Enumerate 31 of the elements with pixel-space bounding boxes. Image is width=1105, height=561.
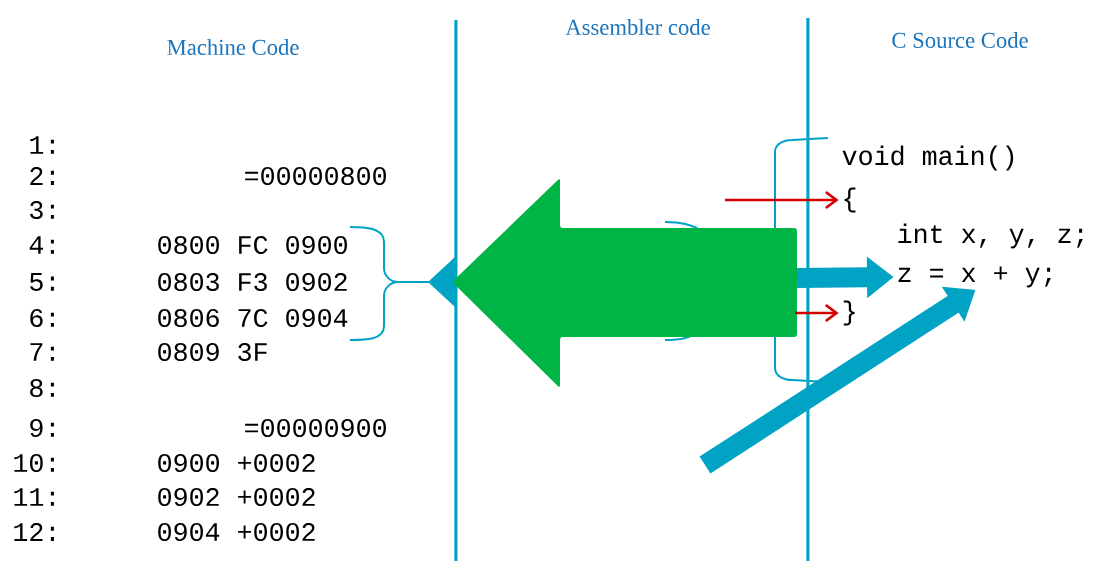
line-number: 10:	[14, 453, 54, 473]
code-line: {	[844, 187, 856, 213]
line-number: 6:	[30, 308, 54, 328]
column-heading: Assembler code	[565, 19, 710, 35]
code-line: 0800 FC 0900	[158, 235, 347, 255]
line-number: 4:	[29, 236, 54, 254]
line-number: 11:	[14, 488, 54, 506]
column-heading: Machine Code	[167, 39, 299, 55]
line-number: 3:	[30, 200, 54, 220]
line-number: 12:	[14, 523, 54, 541]
line-number: 1:	[30, 136, 54, 154]
code-line: 0803 F3 0902	[158, 272, 347, 292]
code-line: }	[843, 300, 855, 326]
code-line: 0900 +0002	[158, 453, 315, 473]
line-number: 7:	[30, 343, 54, 361]
code-line: =00000900	[245, 418, 386, 438]
arrow	[795, 303, 839, 323]
line-number: 2:	[30, 167, 54, 185]
line-number: 8:	[30, 378, 54, 398]
code-line: =00000800	[245, 166, 386, 186]
line-number: 9:	[30, 418, 54, 438]
arrow	[725, 190, 839, 210]
code-line: 0904 +0002	[158, 522, 315, 542]
code-line: 0809 3F	[158, 342, 267, 362]
code-line: 0806 7C 0904	[158, 308, 348, 328]
code-line: int x, y, z;	[898, 223, 1083, 249]
code-line: void main()	[842, 145, 1014, 171]
code-line: 0902 +0002	[158, 487, 315, 507]
code-line: z = x + y;	[898, 266, 1051, 288]
line-number: 5:	[30, 273, 54, 291]
column-heading: C Source Code	[892, 32, 1028, 48]
